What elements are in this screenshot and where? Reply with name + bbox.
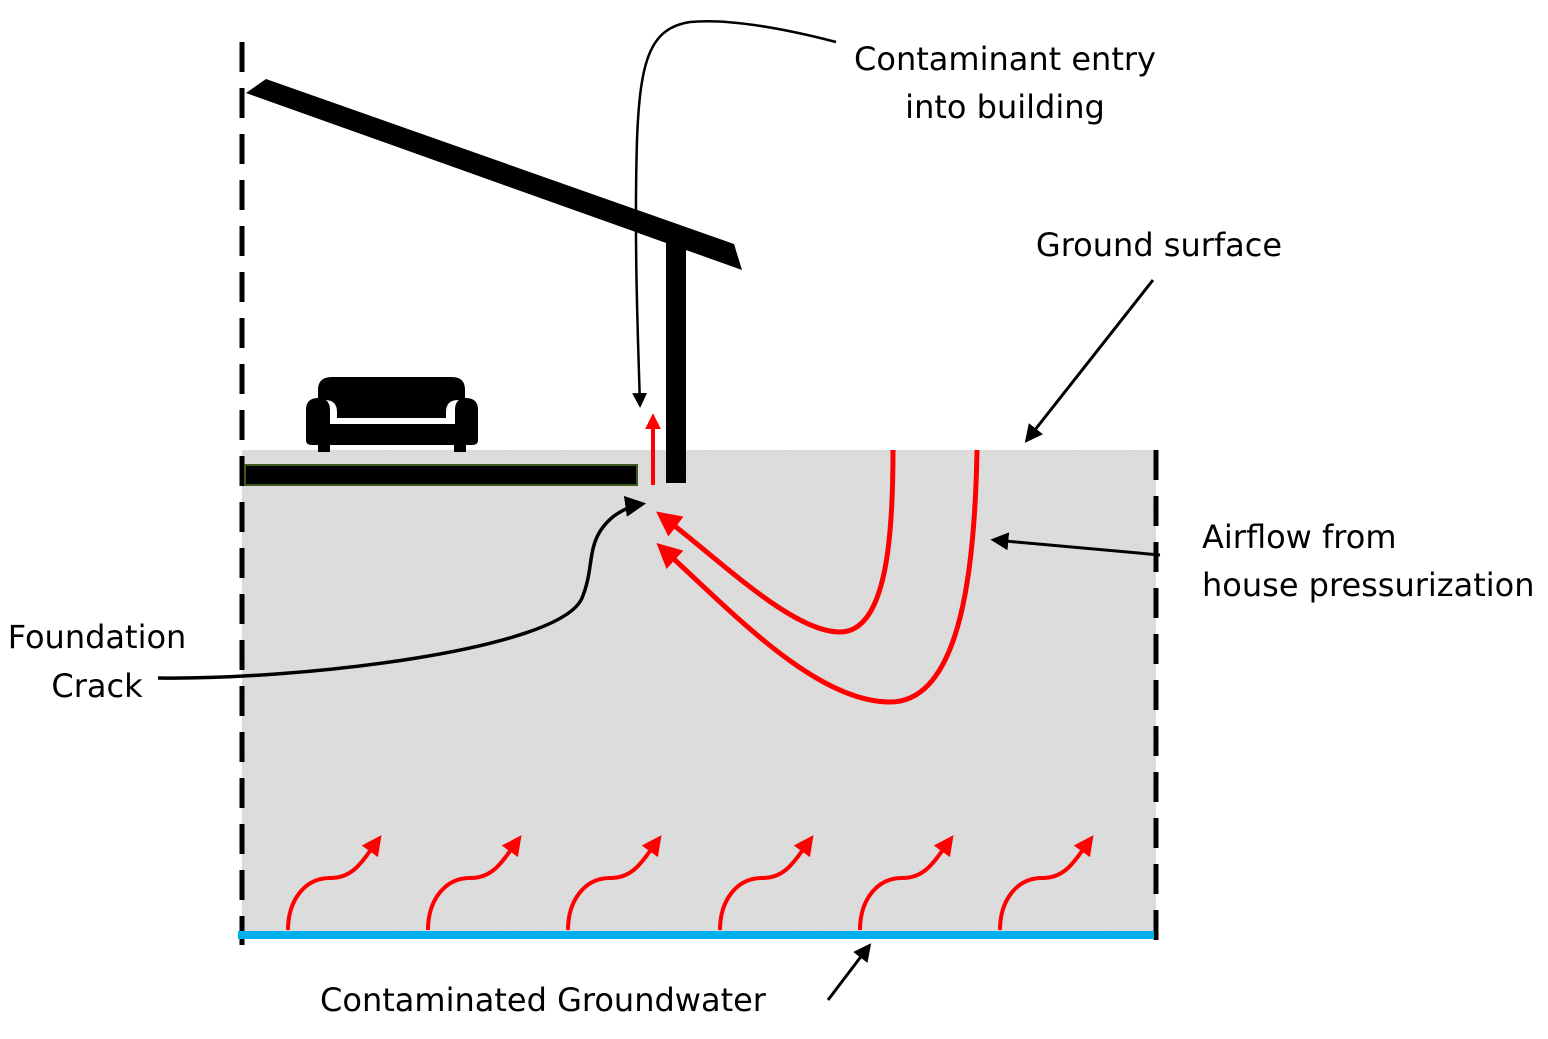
vapor-arrow — [286, 835, 382, 931]
leader-groundwater — [826, 943, 872, 1001]
label-foundation-crack-line2: Crack — [51, 667, 143, 705]
leader-airflow — [990, 532, 1161, 557]
label-groundwater: Contaminated Groundwater — [320, 981, 767, 1019]
vapor-arrow — [858, 835, 954, 931]
leader-contaminant-entry — [632, 19, 837, 408]
leader-ground-surface — [1024, 279, 1155, 443]
vapor-arrow — [566, 835, 662, 931]
label-foundation-crack-line1: Foundation — [8, 618, 187, 656]
rising-vapor-arrows — [286, 835, 1094, 931]
airflow-inner-loop — [656, 449, 896, 635]
label-contaminant-entry-line1: Contaminant entry — [854, 40, 1156, 78]
foundation-slab — [244, 464, 638, 486]
label-airflow-line2: house pressurization — [1202, 566, 1535, 604]
soil-block — [242, 450, 1156, 935]
leader-foundation-crack — [157, 495, 647, 680]
vapor-arrow — [718, 835, 814, 931]
label-ground-surface: Ground surface — [1036, 226, 1282, 264]
airflow-outer-loop — [656, 449, 980, 705]
sofa-icon — [306, 377, 478, 452]
roof — [246, 79, 742, 270]
vapor-arrow — [426, 835, 522, 931]
vapor-arrow — [998, 835, 1094, 931]
wall — [666, 237, 686, 483]
label-contaminant-entry-line2: into building — [905, 88, 1105, 126]
label-airflow-line1: Airflow from — [1202, 518, 1396, 556]
